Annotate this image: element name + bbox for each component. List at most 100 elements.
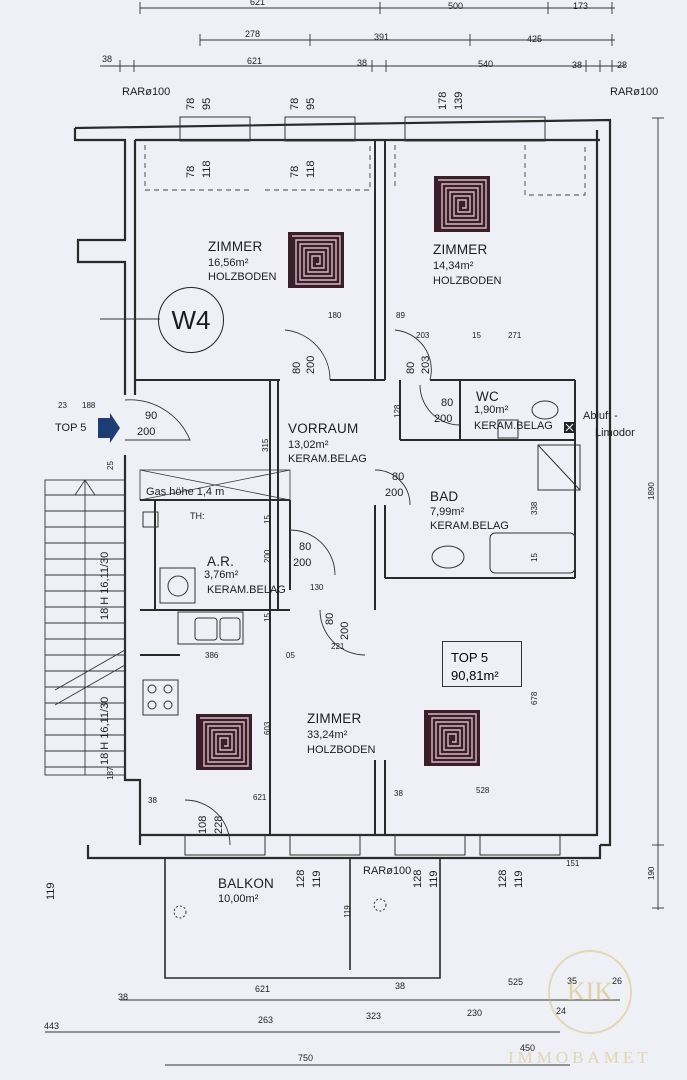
- window-height: 128: [497, 869, 509, 888]
- unit-total-area: 90,81m²: [451, 668, 499, 683]
- dim-label: 750: [298, 1053, 314, 1063]
- dim-label: 180: [328, 311, 342, 320]
- door-height: 200: [305, 355, 317, 374]
- room-name: BALKON: [218, 876, 274, 891]
- door-swings: [124, 329, 461, 846]
- door-width: 80: [324, 612, 336, 625]
- unit-summary-box: TOP 5 90,81m²: [442, 641, 522, 687]
- dim-label: 119: [343, 905, 352, 918]
- dim-label: 621: [250, 0, 266, 7]
- window-height: 95: [201, 97, 213, 110]
- door-width: 80: [291, 361, 303, 374]
- window-height: 78: [185, 97, 197, 110]
- door-height: 200: [385, 487, 404, 499]
- room-area: 33,24m²: [307, 729, 348, 741]
- dim-label: 271: [508, 331, 522, 340]
- window-height: 139: [453, 91, 465, 110]
- dim-label: 443: [44, 1021, 60, 1031]
- door-width: 80: [441, 397, 454, 409]
- window-height: 128: [412, 869, 424, 888]
- dim-label: 221: [331, 642, 345, 651]
- brand-name: IMMOBAMET: [508, 1048, 652, 1067]
- gas-area: [139, 469, 291, 501]
- window-height: 118: [201, 160, 213, 178]
- window-height: 119: [311, 870, 323, 888]
- dim-label: 528: [476, 786, 490, 795]
- room-floor: KERAM.BELAG: [288, 453, 367, 465]
- dim-label: 28: [617, 60, 628, 70]
- dim-label: 386: [205, 651, 219, 660]
- dim-label: 603: [263, 721, 272, 735]
- interior-walls: [135, 140, 576, 835]
- dim-label: 89: [396, 311, 405, 320]
- top-dimension-lines: [100, 2, 625, 72]
- entry-label: TOP 5: [55, 422, 87, 434]
- dim-label: 15: [472, 331, 481, 340]
- radiators: [196, 176, 490, 770]
- window-height: 78: [185, 165, 197, 178]
- dim-label: 263: [258, 1015, 274, 1025]
- windows: [179, 116, 561, 856]
- door-height: 203: [420, 355, 432, 374]
- dim-label: 15: [263, 613, 272, 622]
- room-floor: HOLZBODEN: [208, 271, 277, 283]
- dim-label: 323: [366, 1011, 382, 1021]
- window-sills: [144, 145, 586, 196]
- rar-label: RARø100: [363, 865, 412, 877]
- room-name: A.R.: [207, 554, 235, 569]
- abluft-marker: [564, 422, 575, 433]
- door-height: 200: [434, 413, 453, 425]
- dim-label: 38: [118, 992, 129, 1002]
- dim-label: 25: [106, 461, 115, 470]
- room-area: 14,34m²: [433, 260, 474, 272]
- dim-label: 200: [263, 549, 272, 563]
- window-height: 78: [289, 97, 301, 110]
- room-area: 1,90m²: [474, 404, 509, 416]
- dim-label: 38: [572, 60, 583, 70]
- fixtures: [142, 400, 581, 716]
- unit-badge: W4: [158, 287, 224, 353]
- dim-label: 203: [416, 331, 430, 340]
- bottom-dimension-lines: [45, 999, 620, 1066]
- door-width: 80: [392, 471, 405, 483]
- dim-label: 05: [286, 651, 295, 660]
- door-height: 200: [339, 621, 351, 640]
- dim-label: 38: [102, 54, 113, 64]
- room-area: 10,00m²: [218, 893, 259, 905]
- room-name: VORRAUM: [288, 421, 359, 436]
- window-height: 118: [305, 160, 317, 178]
- thermostat-note: TH:: [190, 511, 205, 521]
- stair-note: 18 H 16,11/30: [99, 696, 111, 765]
- room-name: WC: [476, 389, 499, 404]
- floor-heating-icon: [196, 714, 252, 770]
- unit-label: TOP 5: [451, 650, 489, 665]
- room-name: ZIMMER: [433, 242, 488, 257]
- dim-label: 187: [106, 766, 115, 780]
- room-name: ZIMMER: [208, 239, 263, 254]
- window-height: 128: [295, 869, 307, 888]
- abluft-note: Abluft -: [583, 410, 618, 422]
- room-name: ZIMMER: [307, 711, 362, 726]
- dim-label: 525: [508, 977, 524, 987]
- room-floor: HOLZBODEN: [307, 744, 376, 756]
- dim-label: 621: [247, 56, 263, 66]
- dim-label: 15: [530, 553, 539, 562]
- dim-label: 315: [261, 438, 270, 452]
- dim-label: 540: [478, 59, 494, 69]
- rar-label: RARø100: [610, 86, 659, 98]
- dim-label: 128: [393, 404, 402, 418]
- balcony-drains: [173, 898, 387, 919]
- dim-label: 38: [394, 789, 403, 798]
- window-height: 119: [428, 870, 440, 888]
- window-height: 95: [305, 97, 317, 110]
- floor-heating-icon: [424, 710, 480, 766]
- room-floor: KERAM.BELAG: [430, 520, 509, 532]
- right-dimension-lines: [652, 117, 664, 910]
- dim-label: 338: [530, 501, 539, 515]
- dim-label: 450: [520, 1043, 536, 1053]
- door-width: 108: [197, 815, 209, 834]
- rar-label: RARø100: [122, 86, 171, 98]
- staircase: [44, 479, 126, 776]
- dim-label: 621: [255, 984, 271, 994]
